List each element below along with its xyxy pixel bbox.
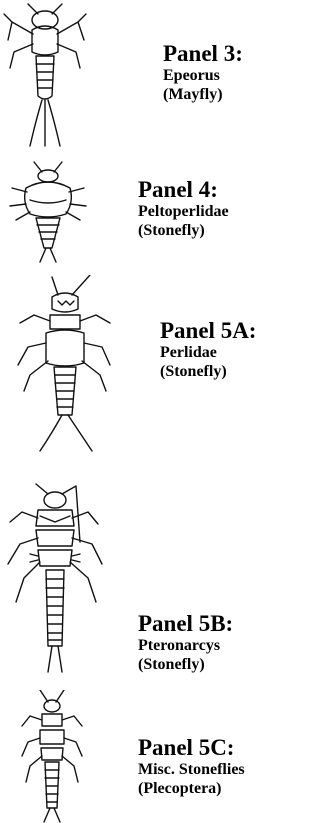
stonefly-nymph-icon xyxy=(0,158,120,268)
panel-title: Panel 5B: xyxy=(138,610,233,637)
panel-4-entry: Panel 4: Peltoperlidae (Stonefly) xyxy=(0,158,320,268)
taxon-group: (Plecoptera) xyxy=(138,780,245,799)
mayfly-nymph-icon xyxy=(0,0,120,150)
panel-5b-entry: Panel 5B: Pteronarcys (Stonefly) xyxy=(0,482,320,677)
panel-title: Panel 3: xyxy=(163,40,243,67)
stonefly-nymph-icon xyxy=(0,482,130,677)
panel-title: Panel 4: xyxy=(138,176,229,203)
panel-5c-entry: Panel 5C: Misc. Stoneflies (Plecoptera) xyxy=(0,690,320,823)
taxon-name: Pteronarcys xyxy=(138,637,233,656)
taxon-group: (Stonefly) xyxy=(160,363,256,382)
panel-5a-entry: Panel 5A: Perlidae (Stonefly) xyxy=(0,275,320,455)
panel-title: Panel 5A: xyxy=(160,317,256,344)
taxon-group: (Mayfly) xyxy=(163,86,243,105)
panel-3-entry: Panel 3: Epeorus (Mayfly) xyxy=(0,0,320,150)
stonefly-nymph-icon xyxy=(0,690,120,823)
taxon-name: Perlidae xyxy=(160,344,256,363)
taxon-name: Misc. Stoneflies xyxy=(138,761,245,780)
taxon-name: Epeorus xyxy=(163,67,243,86)
taxon-name: Peltoperlidae xyxy=(138,203,229,222)
panel-title: Panel 5C: xyxy=(138,734,245,761)
taxon-group: (Stonefly) xyxy=(138,656,233,675)
taxon-group: (Stonefly) xyxy=(138,222,229,241)
stonefly-nymph-icon xyxy=(0,275,130,455)
